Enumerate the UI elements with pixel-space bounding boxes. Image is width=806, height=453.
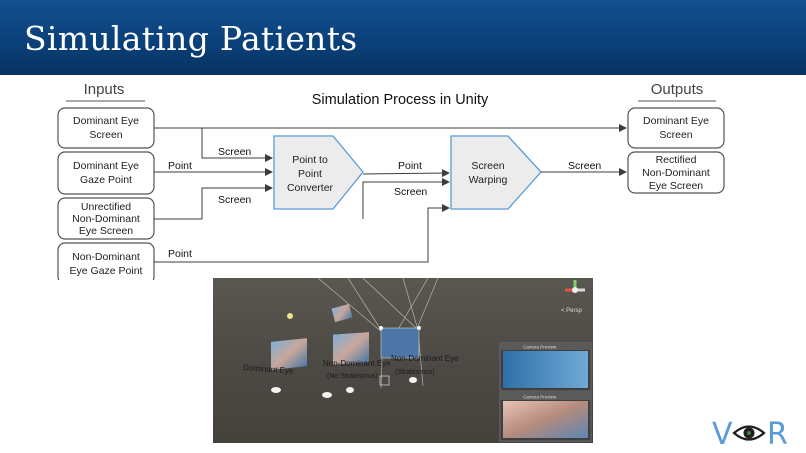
inputs-heading: Inputs <box>84 81 125 98</box>
unity-scene-screenshot: < Persp Dominant Eye Non-Dominant Eye (N… <box>213 278 593 443</box>
output-dominant-eye-screen <box>627 107 725 149</box>
non-dominant-eye-quad-1 <box>333 332 369 365</box>
input-dominant-eye-gaze-point <box>57 151 155 195</box>
input-1-line1: Dominant Eye <box>73 115 139 127</box>
input-4-line1: Non-Dominant <box>72 251 140 263</box>
edge-label-point-2: Point <box>398 160 422 172</box>
edge-label-point-3: Point <box>168 248 192 260</box>
top-screen-quad <box>331 303 353 323</box>
input-3-line3: Eye Screen <box>79 225 133 237</box>
edge-label-point-1: Point <box>168 160 192 172</box>
output-1-line2: Screen <box>659 129 692 141</box>
preview-1-title: Camera Preview <box>523 345 557 350</box>
camera-icons <box>271 377 417 398</box>
input-3-line2: Non-Dominant <box>72 213 140 225</box>
output-2-line3: Eye Screen <box>649 180 703 192</box>
scene-gizmo[interactable]: < Persp <box>561 280 585 314</box>
input-non-dominant-gaze-point <box>57 242 155 280</box>
scene-label-nondom-2-sub: (Strabismus) <box>395 369 435 376</box>
input-dominant-eye-screen <box>57 107 155 149</box>
slide-header: Simulating Patients <box>0 0 806 75</box>
edge-label-screen-2: Screen <box>218 194 251 206</box>
dominant-eye-quad <box>271 338 307 370</box>
scene-label-nondom-1: Non-Dominant Eye <box>323 359 391 368</box>
logo-letter-v: V <box>712 417 733 448</box>
slide-title: Simulating Patients <box>24 19 358 58</box>
edge-unrectified-to-converter <box>154 184 273 220</box>
input-2-line2: Gaze Point <box>80 174 132 186</box>
process-2-line1: Screen <box>471 160 504 172</box>
light-icon <box>287 313 293 319</box>
edge-nondom-gaze-to-warping <box>154 204 450 263</box>
process-diagram: Inputs Outputs Simulation Process in Uni… <box>57 81 725 280</box>
process-1-line1: Point to <box>292 154 328 166</box>
camera-preview-1: Camera Preview <box>499 342 592 392</box>
scene-label-nondom-2: Non-Dominant Eye <box>391 354 459 363</box>
output-2-line2: Non-Dominant <box>642 167 710 179</box>
output-1-line1: Dominant Eye <box>643 115 709 127</box>
outputs-heading: Outputs <box>651 81 704 98</box>
output-rectified-eye-screen <box>627 151 725 194</box>
input-4-line2: Eye Gaze Point <box>70 265 143 277</box>
camera-preview-2: Camera Preview <box>499 392 592 442</box>
edge-unrectified-to-warping <box>362 178 450 219</box>
process-point-converter <box>273 135 364 210</box>
output-2-line1: Rectified <box>656 154 697 166</box>
scene-label-nondom-1-sub: (No Strabismus) <box>327 373 378 380</box>
preview-2-title: Camera Preview <box>523 395 557 400</box>
diagram-title: Simulation Process in Unity <box>312 92 489 108</box>
edge-label-screen-1: Screen <box>218 146 251 158</box>
process-2-line2: Warping <box>469 174 508 186</box>
persp-label: < Persp <box>561 308 583 314</box>
edge-dominant-screen-to-converter <box>201 128 273 162</box>
edge-converter-to-warping <box>362 169 450 178</box>
eye-icon <box>732 425 766 441</box>
scene-label-dominant: Dominant Eye <box>243 363 294 376</box>
edge-label-screen-out: Screen <box>568 160 601 172</box>
process-screen-warping <box>450 135 542 210</box>
edge-label-screen-3: Screen <box>394 186 427 198</box>
process-1-line2: Point <box>298 168 322 180</box>
process-1-line3: Converter <box>287 182 334 194</box>
input-2-line1: Dominant Eye <box>73 160 139 172</box>
input-3-line1: Unrectified <box>81 201 131 213</box>
non-dominant-eye-quad-2 <box>380 327 420 359</box>
input-1-line2: Screen <box>89 129 122 141</box>
vr-logo: V R <box>712 417 788 448</box>
logo-letter-r: R <box>767 417 788 448</box>
